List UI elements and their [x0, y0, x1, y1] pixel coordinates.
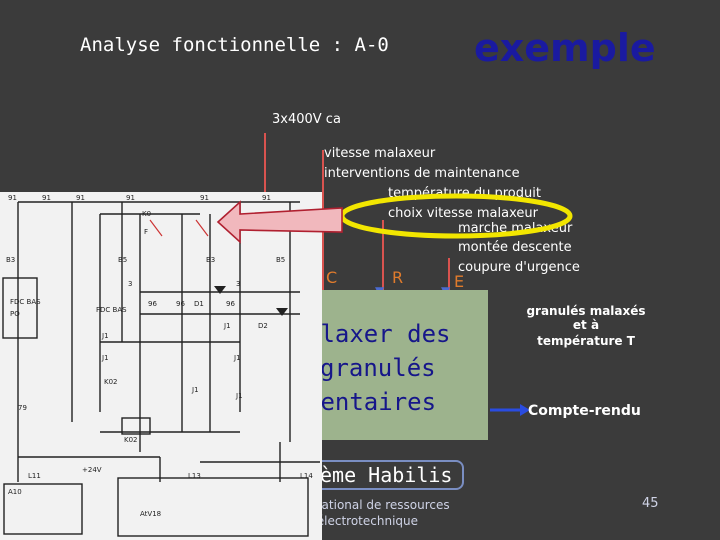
footer-line-2: en électrotechnique: [297, 514, 419, 528]
svg-text:96: 96: [176, 300, 185, 308]
svg-text:A10: A10: [8, 488, 22, 496]
svg-text:96: 96: [148, 300, 157, 308]
svg-text:AtV18: AtV18: [140, 510, 161, 518]
svg-text:J1: J1: [233, 354, 241, 362]
output-report-label: Compte-rendu: [528, 403, 641, 419]
control-label-1: vitesse malaxeur: [324, 146, 436, 161]
svg-text:J1: J1: [101, 332, 109, 340]
svg-text:91: 91: [200, 194, 209, 202]
svg-text:79: 79: [18, 404, 27, 412]
svg-text:L11: L11: [28, 472, 41, 480]
svg-text:FDC BAS: FDC BAS: [10, 298, 41, 306]
svg-text:91: 91: [42, 194, 51, 202]
slide-title: Analyse fonctionnelle : A-0: [80, 34, 389, 56]
control-label-2: interventions de maintenance: [324, 166, 520, 181]
control-label-5: marche malaxeur: [458, 221, 573, 236]
svg-text:J1: J1: [235, 392, 243, 400]
svg-text:J1: J1: [191, 386, 199, 394]
control-letter-e: E: [454, 272, 465, 291]
svg-text:F: F: [144, 228, 148, 236]
svg-text:+24V: +24V: [82, 466, 102, 474]
control-letter-r: R: [392, 268, 404, 287]
control-label-4: choix vitesse malaxeur: [388, 206, 538, 221]
svg-text:D1: D1: [194, 300, 204, 308]
svg-text:91: 91: [262, 194, 271, 202]
report-arrow: [490, 404, 530, 416]
svg-text:FDC BAS: FDC BAS: [96, 306, 127, 314]
svg-text:K0: K0: [142, 210, 151, 218]
energy-arrow-line: [264, 133, 266, 203]
output-product-line-2: et à: [572, 318, 600, 332]
svg-text:PO: PO: [10, 310, 20, 318]
highlight-ellipse: [339, 193, 573, 239]
svg-text:B5: B5: [276, 256, 285, 264]
svg-text:L14: L14: [300, 472, 313, 480]
svg-text:3: 3: [236, 280, 240, 288]
control-arrow-line-3: [448, 258, 450, 290]
svg-text:B3: B3: [206, 256, 215, 264]
energy-input-label: 3x400V ca: [272, 112, 341, 127]
function-line-2: granulés: [320, 354, 436, 382]
output-product-line-1: granulés malaxés: [526, 304, 646, 318]
svg-text:K02: K02: [124, 436, 138, 444]
svg-text:J1: J1: [223, 322, 231, 330]
svg-text:96: 96: [226, 300, 235, 308]
control-arrow-line-2: [382, 220, 384, 290]
svg-text:91: 91: [8, 194, 17, 202]
function-box: [300, 290, 488, 440]
system-label: ème Habilis: [312, 460, 464, 490]
svg-text:B5: B5: [118, 256, 127, 264]
control-label-7: coupure d'urgence: [458, 260, 580, 275]
svg-text:J1: J1: [101, 354, 109, 362]
example-tag: exemple: [474, 26, 656, 70]
function-line-3: mentaires: [306, 388, 437, 416]
control-label-6: montée descente: [458, 240, 572, 255]
svg-text:D2: D2: [258, 322, 268, 330]
svg-text:L13: L13: [188, 472, 201, 480]
svg-text:K02: K02: [104, 378, 118, 386]
function-line-1: alaxer des: [306, 320, 451, 348]
pointer-arrow: [216, 200, 343, 244]
page-number: 45: [642, 496, 659, 511]
svg-text:3: 3: [128, 280, 132, 288]
svg-text:91: 91: [76, 194, 85, 202]
control-letter-c: C: [326, 268, 338, 287]
svg-text:91: 91: [126, 194, 135, 202]
svg-text:B3: B3: [6, 256, 15, 264]
output-product-line-3: température T: [537, 334, 635, 348]
